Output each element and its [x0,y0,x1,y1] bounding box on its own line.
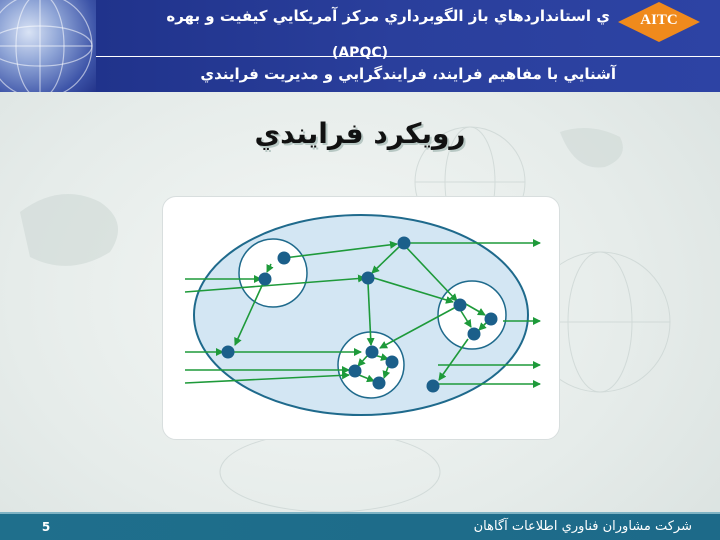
flow-arrow [234,278,266,346]
header-bar [0,0,720,92]
footer-bar [0,514,720,540]
flow-arrow [266,263,274,273]
process-node [372,376,386,390]
globe-image [0,0,96,92]
process-node [365,345,379,359]
process-node [484,312,498,326]
company-name: شركت مشاوران فناوري اطلاعات آگاهان [473,519,692,534]
background-decoration [20,126,671,512]
aitc-logo: AITC [614,0,704,46]
process-node [467,327,481,341]
flow-arrow [184,274,366,293]
flow-arrow [405,246,458,302]
process-node [221,345,235,359]
process-diagram-svg [184,214,541,416]
process-node [258,272,272,286]
header-title-suffix: (APQC) [331,45,389,61]
process-node [277,251,291,265]
flow-arrow [373,277,454,304]
flow-arrow [283,240,398,259]
logo-text: AITC [640,12,678,28]
flow-arrow [184,371,350,384]
flow-arrow [463,302,486,316]
page-number: 5 [41,520,51,534]
flow-arrow [382,366,391,379]
process-diagram [162,196,560,440]
header-title-line2: آشنايي با مفاهيم فرايند، فرايندگرايي و م… [200,65,616,83]
slide-title: رويكرد فرايندي [254,117,466,150]
process-node [453,298,467,312]
flow-arrow [371,244,402,274]
footer-divider [0,512,720,514]
header-title-line1: ي استانداردهاي باز الگوبرداري مركز آمريك… [166,7,610,25]
process-node [385,355,399,369]
header-divider [95,56,720,57]
subprocess-circle-left [238,238,308,308]
flow-arrow [460,310,472,328]
flow-arrow [366,282,375,346]
flow-arrow [379,306,457,349]
flow-arrow [357,354,369,367]
process-node [348,364,362,378]
flow-arrow [438,338,469,381]
process-node [397,236,411,250]
flow-arrow [358,374,375,383]
process-node [361,271,375,285]
process-node [426,379,440,393]
